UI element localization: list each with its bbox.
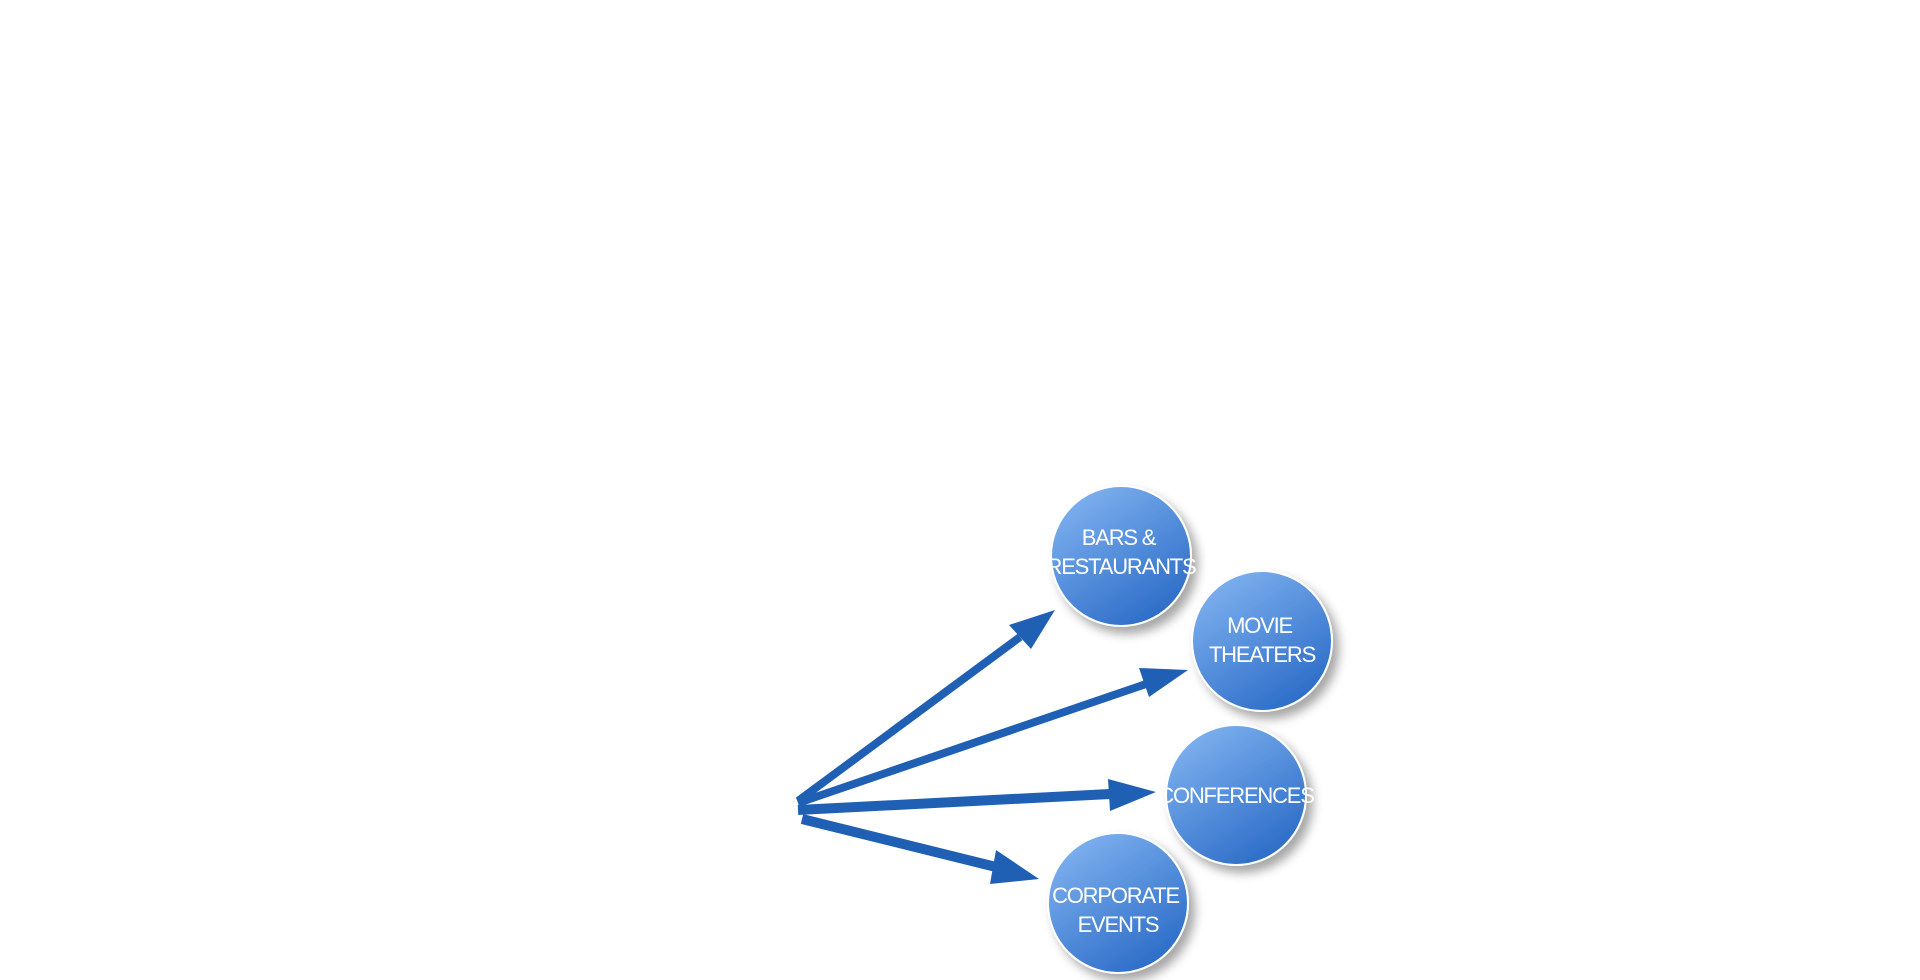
- arrows: [795, 610, 1188, 884]
- node-corporate-events-label: CORPORATE EVENTS: [1052, 883, 1184, 937]
- nodes: BARS & RESTAURANTS MOVIE THEATERS CONFER…: [1047, 485, 1333, 974]
- node-movie-theaters-line-2: THEATERS: [1209, 642, 1316, 667]
- node-movie-theaters: MOVIE THEATERS: [1191, 570, 1333, 712]
- node-bars-restaurants-label: BARS & RESTAURANTS: [1047, 525, 1196, 579]
- arrow-to-conferences-head: [1108, 779, 1156, 811]
- node-corporate-events-circle: [1047, 832, 1189, 974]
- arrow-to-corporate-events-head: [990, 850, 1039, 884]
- arrow-to-movie-theaters-head: [1139, 668, 1188, 697]
- node-bars-restaurants-line-1: BARS &: [1082, 525, 1157, 550]
- node-bars-restaurants-line-2: RESTAURANTS: [1047, 554, 1196, 579]
- arrow-to-corporate-events: [800, 814, 998, 872]
- node-conferences-line-1: CONFERENCES: [1158, 783, 1314, 808]
- node-corporate-events: CORPORATE EVENTS: [1047, 832, 1189, 974]
- node-conferences: CONFERENCES: [1158, 724, 1315, 866]
- arrow-to-movie-theaters: [796, 680, 1148, 807]
- node-conferences-circle: [1165, 724, 1307, 866]
- node-movie-theaters-label: MOVIE THEATERS: [1209, 613, 1316, 667]
- node-movie-theaters-circle: [1191, 570, 1333, 712]
- arrow-to-conferences: [797, 789, 1111, 815]
- node-corporate-events-line-1: CORPORATE: [1052, 883, 1179, 908]
- arrow-to-bars-restaurants-head: [1009, 610, 1055, 649]
- node-movie-theaters-line-1: MOVIE: [1227, 613, 1292, 638]
- node-bars-restaurants: BARS & RESTAURANTS: [1047, 485, 1197, 627]
- node-bars-restaurants-circle: [1050, 485, 1192, 627]
- node-corporate-events-line-2: EVENTS: [1078, 912, 1159, 937]
- node-conferences-label: CONFERENCES: [1158, 783, 1314, 808]
- arrow-to-bars-restaurants: [795, 633, 1023, 805]
